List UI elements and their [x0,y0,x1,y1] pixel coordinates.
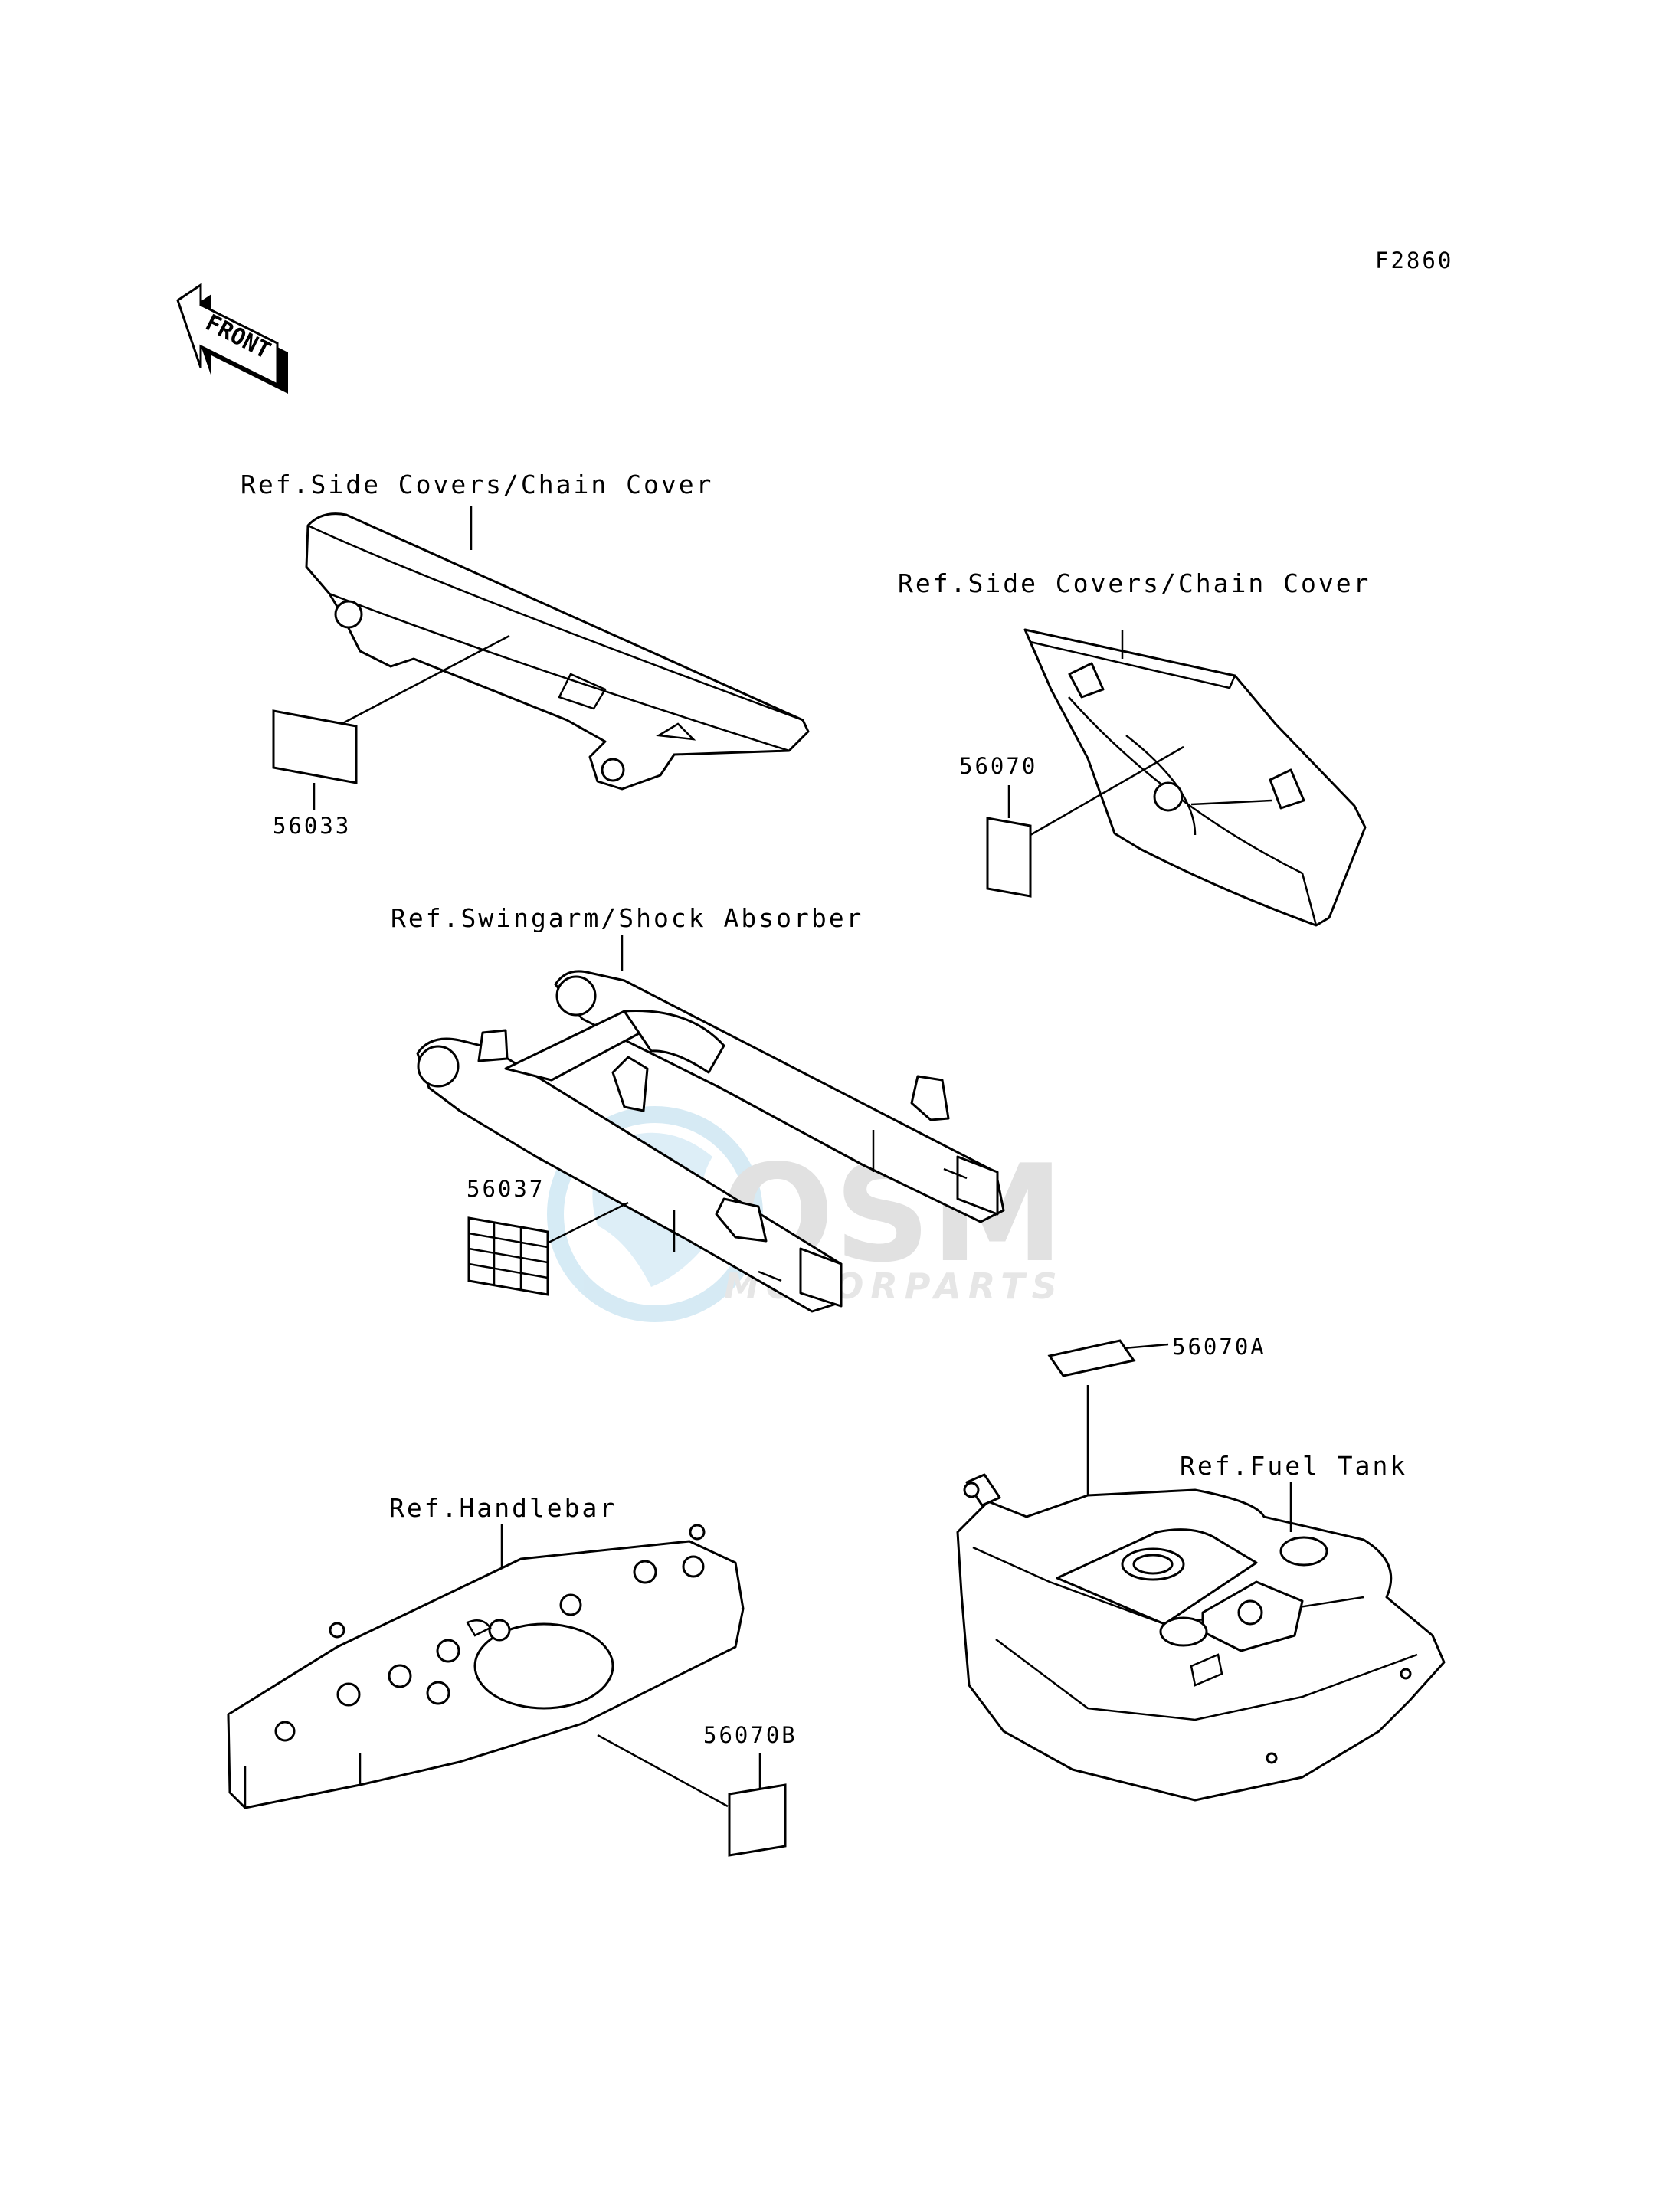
decal-56033-icon [272,709,358,784]
leader-line [597,1734,729,1808]
fuel-tank-part [956,1473,1446,1802]
handlebar-cover-part [227,1524,745,1809]
callout-56070A: 56070A [1172,1334,1266,1360]
callout-56070B: 56070B [703,1722,797,1748]
decal-56070-icon [986,817,1032,898]
callout-fuel-tank-ref: Ref.Fuel Tank [1180,1451,1407,1481]
callout-56070: 56070 [959,753,1037,779]
side-cover-part [1023,628,1367,927]
leader-line [1123,1343,1169,1350]
chain-cover-part [305,512,810,791]
leader-line [336,634,510,728]
callout-side-cover-ref: Ref.Side Covers/Chain Cover [898,568,1371,598]
leader-line [535,1201,629,1250]
decal-56070B-icon [728,1783,787,1857]
callout-chain-cover-ref: Ref.Side Covers/Chain Cover [241,470,713,499]
decal-56070A-icon [1047,1339,1136,1377]
leader-line [1030,745,1184,837]
swingarm-part [416,970,1005,1313]
figure-code: F2860 [1375,247,1453,273]
decal-56037-icon [467,1216,549,1296]
leader-line [1190,799,1272,806]
front-arrow-icon: FRONT [176,283,288,394]
callout-swingarm-ref: Ref.Swingarm/Shock Absorber [391,903,863,933]
callout-56033: 56033 [273,813,351,839]
callout-56037: 56037 [467,1176,545,1202]
callout-handlebar-ref: Ref.Handlebar [389,1493,617,1523]
